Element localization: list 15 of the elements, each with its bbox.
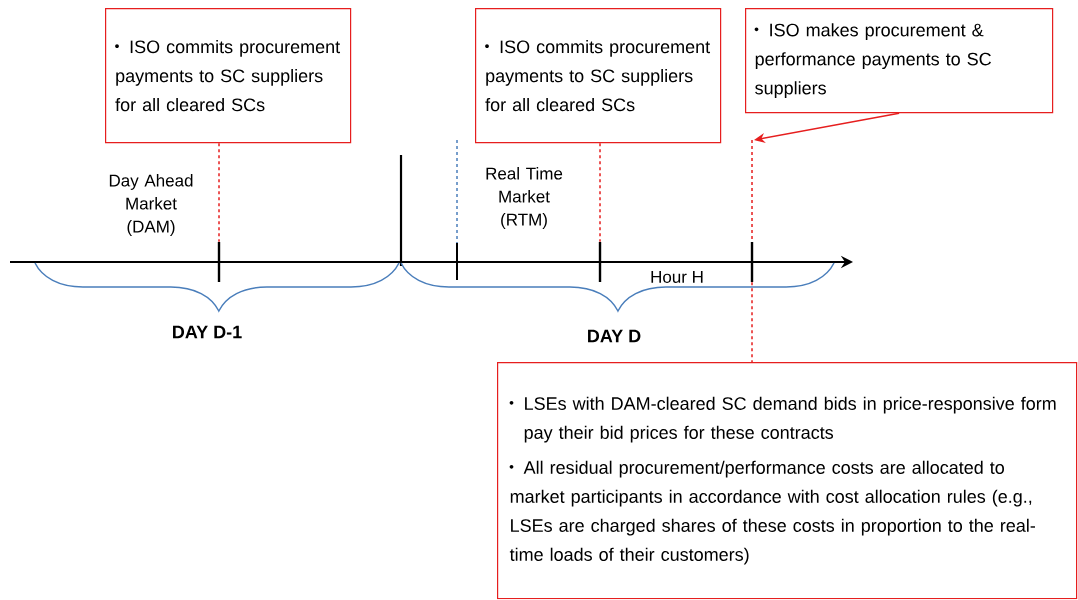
callout-box: ISO commits procurement payments to SC suppliers for all cleared SCs <box>105 8 352 144</box>
leader-line <box>218 142 220 243</box>
leader-line <box>599 142 601 243</box>
tick-mark <box>750 242 754 282</box>
callout-box: LSEs with DAM-cleared SC demand bids in price-responsive form pay their bid prices for these contracts All residual procurement/performance costs are allocated to market participants in accordance with cost allocation rules (e.g., LSEs are charged shares of these costs in proportion to the real-time loads of their customers) <box>497 362 1078 600</box>
timeline-label: Hour H <box>651 271 703 283</box>
timeline-label: Real Time Market (RTM) <box>486 167 563 229</box>
callout-box: ISO commits procurement payments to SC suppliers for all cleared SCs <box>475 8 722 144</box>
timeline-label: Day Ahead Market (DAM) <box>109 174 193 236</box>
period-label: DAY D-1 <box>173 325 242 339</box>
tick-mark <box>217 242 221 282</box>
callout-box: ISO makes procurement & performance payments to SC suppliers <box>745 8 1054 114</box>
leader-line <box>751 281 753 363</box>
period-label: DAY D <box>588 329 641 343</box>
tick-mark <box>598 242 602 282</box>
